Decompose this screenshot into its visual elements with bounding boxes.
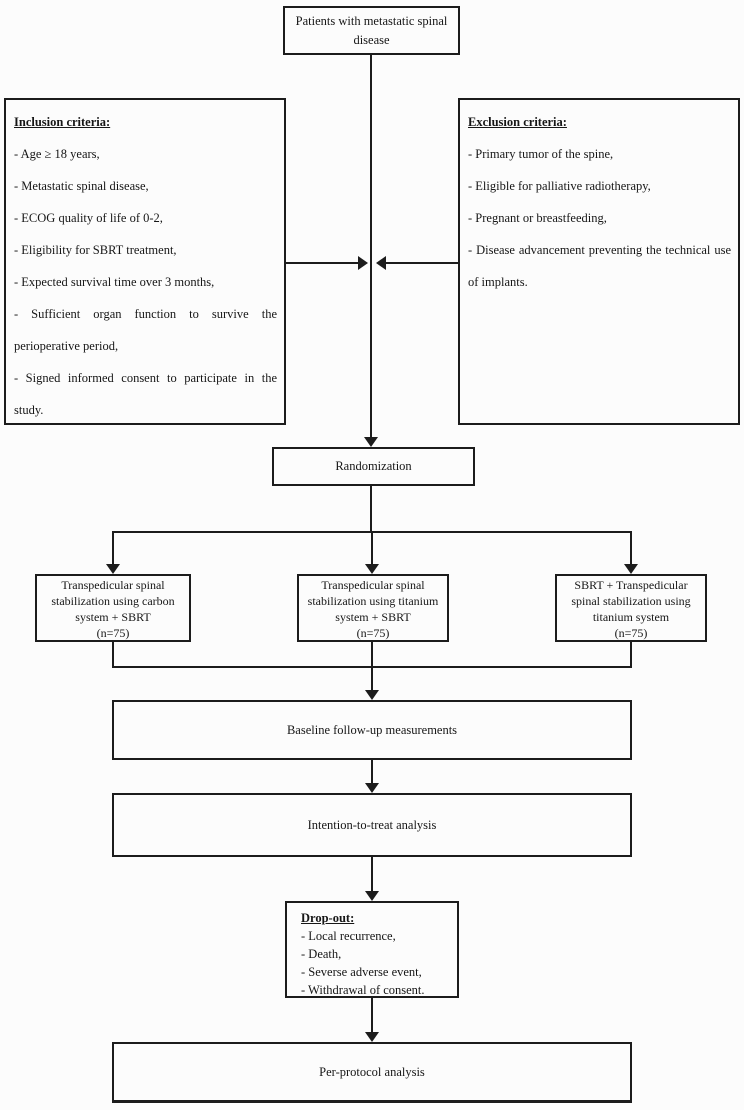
arm-line: titanium system <box>592 609 670 624</box>
arm-line: SBRT + Transpedicular <box>574 577 688 592</box>
arrowhead-down-icon <box>106 564 120 574</box>
arrowhead-down-icon <box>365 783 379 793</box>
randomization-box: Randomization <box>272 447 475 486</box>
baseline-measurements-box: Baseline follow-up measurements <box>112 700 632 760</box>
arrowhead-right-icon <box>358 256 368 270</box>
arm-line: stabilization using titanium <box>307 593 439 608</box>
per-protocol-label: Per-protocol analysis <box>319 1064 425 1079</box>
arm-line: system + SBRT <box>75 609 151 624</box>
arm-carbon-text: Transpedicular spinal stabilization usin… <box>51 577 174 641</box>
inclusion-item: - Eligibility for SBRT treatment, <box>14 243 177 257</box>
inclusion-item: - Age ≥ 18 years, <box>14 147 100 161</box>
arm-line: Transpedicular spinal <box>321 577 425 592</box>
inclusion-item: - Metastatic spinal disease, <box>14 179 149 193</box>
connector-inclusion-to-center <box>286 262 358 264</box>
arrowhead-down-icon <box>365 564 379 574</box>
dropout-item: - Local recurrence, <box>301 929 396 943</box>
exclusion-criteria-box: Exclusion criteria: - Primary tumor of t… <box>458 98 740 425</box>
arm-titanium-text: Transpedicular spinal stabilization usin… <box>308 577 439 641</box>
connector-itt-to-dropout <box>371 857 373 891</box>
patients-box-line-2: disease <box>353 32 390 47</box>
patients-box-text: Patients with metastatic spinal disease <box>296 12 448 48</box>
arrowhead-down-icon <box>365 891 379 901</box>
connector-randomization-to-split <box>370 486 372 533</box>
patients-box-line-1: Patients with metastatic spinal <box>295 14 448 29</box>
dropout-item: - Withdrawal of consent. <box>301 983 425 997</box>
dropout-item: - Severse adverse event, <box>301 965 422 979</box>
arrowhead-down-icon <box>365 690 379 700</box>
arm-sbrt-titanium-text: SBRT + Transpedicular spinal stabilizati… <box>571 577 690 641</box>
inclusion-item: - Sufficient organ function to survive t… <box>14 307 277 353</box>
inclusion-title: Inclusion criteria: <box>14 115 111 129</box>
arm-line: Transpedicular spinal <box>61 577 165 592</box>
connector-split-to-arm1 <box>112 531 114 564</box>
dropout-box: Drop-out: - Local recurrence, - Death, -… <box>285 901 459 998</box>
arm-line: (n=75) <box>614 625 648 640</box>
arm-line: (n=75) <box>356 625 390 640</box>
inclusion-criteria-box: Inclusion criteria: - Age ≥ 18 years, - … <box>4 98 286 425</box>
arm-carbon-system-box: Transpedicular spinal stabilization usin… <box>35 574 191 642</box>
exclusion-item: - Primary tumor of the spine, <box>468 147 614 161</box>
connector-dropout-to-perprotocol <box>371 998 373 1032</box>
connector-arm1-to-merge <box>112 642 114 668</box>
exclusion-item: - Eligible for palliative radiotherapy, <box>468 179 651 193</box>
randomization-label: Randomization <box>335 459 412 473</box>
exclusion-item: - Disease advancement preventing the tec… <box>468 243 731 289</box>
arm-line: system + SBRT <box>335 609 411 624</box>
exclusion-item: - Pregnant or breastfeeding, <box>468 211 607 225</box>
inclusion-item: - Signed informed consent to participate… <box>14 371 277 417</box>
dropout-item: - Death, <box>301 947 342 961</box>
patients-box: Patients with metastatic spinal disease <box>283 6 460 55</box>
arrowhead-down-icon <box>364 437 378 447</box>
arm-titanium-system-box: Transpedicular spinal stabilization usin… <box>297 574 449 642</box>
inclusion-item: - ECOG quality of life of 0-2, <box>14 211 163 225</box>
dropout-title: Drop-out: <box>301 911 355 925</box>
arm-line: (n=75) <box>96 625 130 640</box>
arrowhead-left-icon <box>376 256 386 270</box>
itt-label: Intention-to-treat analysis <box>307 817 437 832</box>
connector-arm3-to-merge <box>630 642 632 668</box>
arrowhead-down-icon <box>624 564 638 574</box>
connector-arm2-to-merge <box>371 642 373 668</box>
connector-top-to-randomization <box>370 55 372 438</box>
inclusion-item: - Expected survival time over 3 months, <box>14 275 215 289</box>
baseline-label: Baseline follow-up measurements <box>286 722 458 737</box>
arrowhead-down-icon <box>365 1032 379 1042</box>
arm-sbrt-titanium-box: SBRT + Transpedicular spinal stabilizati… <box>555 574 707 642</box>
per-protocol-box: Per-protocol analysis <box>112 1042 632 1103</box>
intention-to-treat-box: Intention-to-treat analysis <box>112 793 632 857</box>
connector-baseline-to-itt <box>371 760 373 783</box>
connector-merge-to-baseline <box>371 666 373 690</box>
connector-split-to-arm3 <box>630 531 632 564</box>
arm-line: spinal stabilization using <box>571 593 691 608</box>
connector-exclusion-to-center <box>386 262 458 264</box>
connector-split-to-arm2 <box>371 531 373 564</box>
exclusion-title: Exclusion criteria: <box>468 115 567 129</box>
arm-line: stabilization using carbon <box>51 593 175 608</box>
